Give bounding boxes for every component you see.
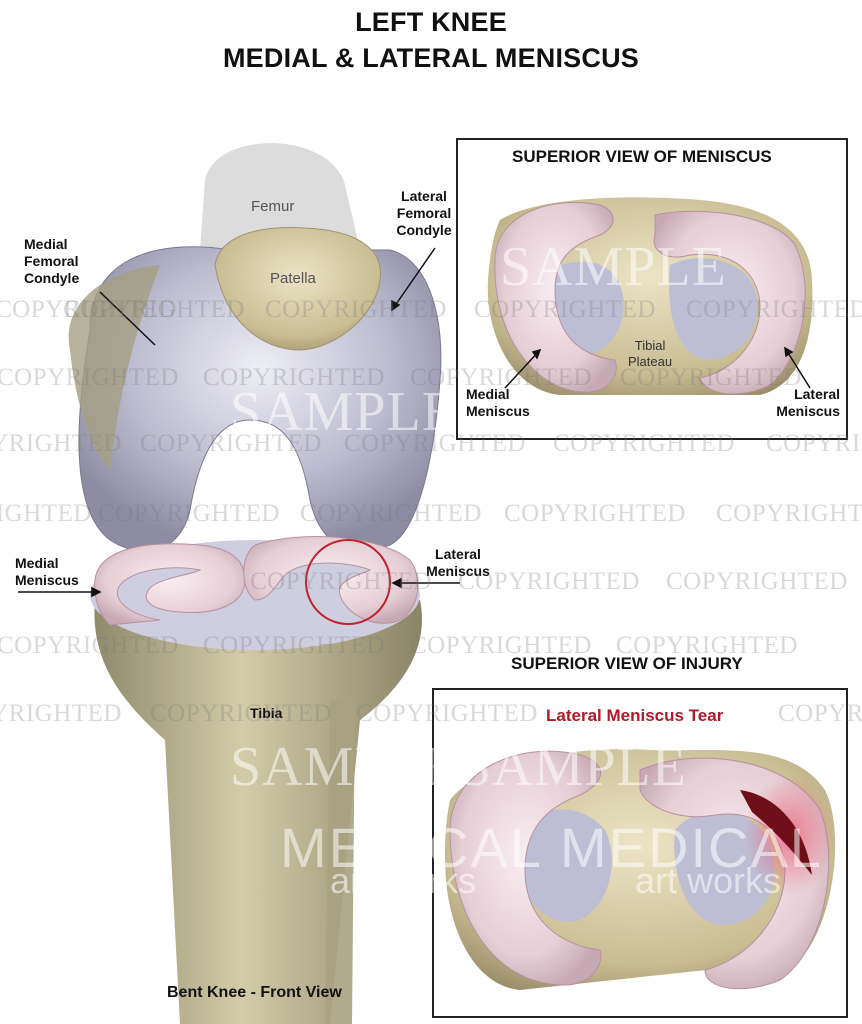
- lateral-meniscus-front: [243, 536, 419, 624]
- femur-shaft: [200, 143, 360, 250]
- superior-view-box: [456, 138, 848, 440]
- label-femur: Femur: [251, 198, 295, 215]
- injury-view-box: [432, 688, 848, 1018]
- title-line-1: LEFT KNEE: [355, 7, 507, 37]
- label-lateral-meniscus: Lateral Meniscus: [426, 546, 490, 579]
- label-superior-lateral-meniscus: Lateral Meniscus: [776, 386, 840, 419]
- main-leader-lines: [18, 247, 460, 598]
- patella: [214, 227, 381, 351]
- label-lateral-femoral-condyle: Lateral Femoral Condyle: [396, 188, 452, 238]
- label-lateral-meniscus-tear: Lateral Meniscus Tear: [546, 706, 724, 725]
- superior-view-heading: SUPERIOR VIEW OF MENISCUS: [512, 147, 772, 166]
- injury-view-heading: SUPERIOR VIEW OF INJURY: [511, 654, 743, 673]
- superior-view-illustration: [487, 197, 813, 395]
- label-tibial-plateau: Tibial Plateau: [628, 338, 673, 369]
- label-patella: Patella: [270, 270, 316, 287]
- label-superior-medial-meniscus: Medial Meniscus: [466, 386, 530, 419]
- label-tibia: Tibia: [250, 705, 283, 721]
- title-line-2: MEDIAL & LATERAL MENISCUS: [222, 43, 639, 73]
- tibia: [94, 600, 422, 1024]
- label-medial-femoral-condyle: Medial Femoral Condyle: [24, 236, 80, 286]
- injury-view-illustration: [445, 749, 836, 990]
- label-medial-meniscus: Medial Meniscus: [15, 555, 79, 588]
- medial-meniscus-front: [94, 543, 246, 626]
- tear-highlight-circle: [305, 539, 391, 625]
- main-view-caption: Bent Knee - Front View: [167, 984, 342, 1001]
- superior-leader-lines: [504, 346, 811, 389]
